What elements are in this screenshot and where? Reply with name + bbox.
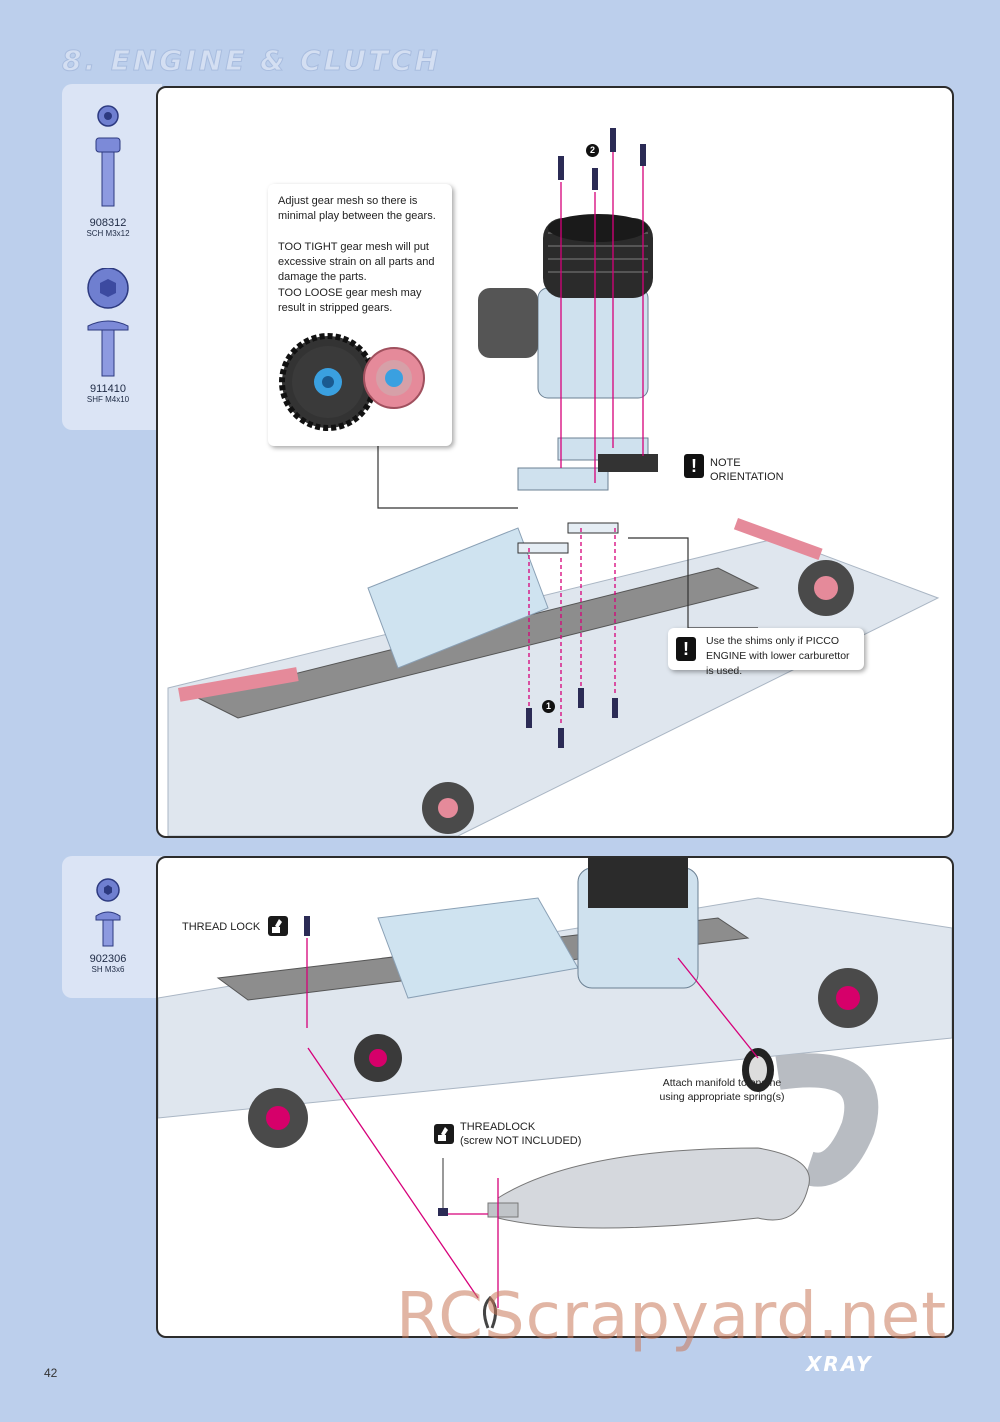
- step2-panel: THREAD LOCK THREADLOCK (screw NOT INCLUD…: [156, 856, 954, 1338]
- watermark: RCScrapyard.net: [396, 1280, 948, 1354]
- parts-tab-step2: 902306 SH M3x6: [62, 856, 162, 998]
- button-screw-icon: [95, 878, 121, 947]
- threadlock-subtitle: (screw NOT INCLUDED): [460, 1135, 582, 1147]
- threadlock-label: THREADLOCK (screw NOT INCLUDED): [460, 1120, 581, 1148]
- part-902306: 902306 SH M3x6: [62, 876, 154, 996]
- parts-tab-step1: 908312 SCH M3x12 911410 SHF M4x10: [62, 84, 162, 430]
- part-911410: 911410 SHF M4x10: [62, 267, 154, 418]
- thread-lock-label: THREAD LOCK: [182, 921, 261, 933]
- brand-logo: XRAY: [806, 1352, 873, 1376]
- shims-callout: ! Use the shims only if PICCO ENGINE wit…: [668, 628, 864, 677]
- gear-mesh-text-2: TOO TIGHT gear mesh will put excessive s…: [278, 241, 435, 283]
- part-desc: SH M3x6: [91, 965, 125, 974]
- note-line-1: NOTE: [710, 457, 741, 469]
- part-code: 908312: [89, 217, 127, 229]
- part-code: 902306: [89, 953, 127, 965]
- step1-panel: Adjust gear mesh so there is minimal pla…: [156, 86, 954, 838]
- engine-assembly-illustration: [167, 128, 940, 836]
- flanged-screw-icon: [87, 267, 129, 377]
- threadlock-icon: [434, 1124, 454, 1144]
- cap-screw-icon: [95, 105, 121, 207]
- part-desc: SCH M3x12: [86, 229, 130, 238]
- gear-mesh-text-1: Adjust gear mesh so there is minimal pla…: [278, 195, 436, 222]
- note-orientation-label: NOTE ORIENTATION: [710, 456, 784, 484]
- note-line-2: ORIENTATION: [710, 471, 784, 483]
- exhaust-assembly-illustration: [158, 858, 952, 1329]
- gear-mesh-text-3: TOO LOOSE gear mesh may result in stripp…: [278, 287, 422, 314]
- spur-gear-icon: [279, 333, 425, 431]
- step-badge-1: 1: [542, 700, 555, 713]
- threadlock-title: THREADLOCK: [460, 1121, 536, 1133]
- shims-note-text: Use the shims only if PICCO ENGINE with …: [706, 635, 850, 677]
- part-desc: SHF M4x10: [86, 395, 130, 404]
- shims-warning-icon: !: [676, 637, 696, 661]
- manifold-note-text: Attach manifold to engine using appropri…: [659, 1077, 785, 1103]
- gear-mesh-callout: Adjust gear mesh so there is minimal pla…: [268, 184, 452, 446]
- step-badge-2: 2: [586, 144, 599, 157]
- part-code: 911410: [90, 383, 126, 395]
- part-908312: 908312 SCH M3x12: [62, 102, 154, 252]
- page-number: 42: [44, 1366, 58, 1380]
- page-title: 8. ENGINE & CLUTCH: [62, 44, 441, 78]
- thread-lock-icon: [268, 916, 288, 936]
- note-warning-icon: !: [684, 454, 704, 478]
